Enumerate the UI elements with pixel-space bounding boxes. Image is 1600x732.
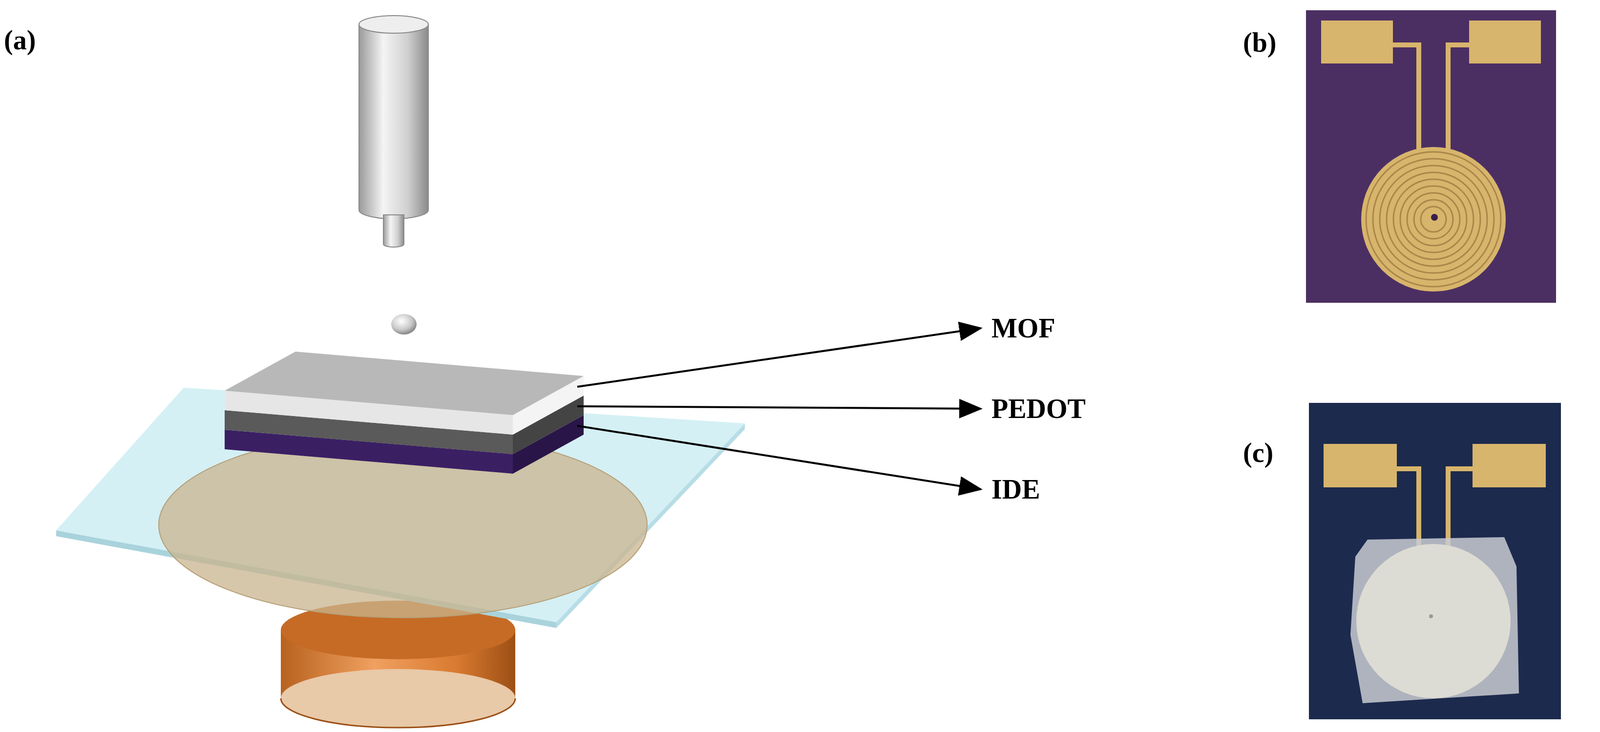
layer-stack xyxy=(224,351,584,474)
photo-coated-electrode xyxy=(1308,402,1561,720)
nozzle xyxy=(358,15,429,248)
leader-arrow xyxy=(577,425,981,490)
glass-slide xyxy=(56,387,745,629)
layer-label: MOF xyxy=(991,312,1056,344)
layer-label: PEDOT xyxy=(991,393,1086,425)
panel-label: (c) xyxy=(1242,437,1274,469)
leader-arrow xyxy=(577,406,981,409)
leader-arrow xyxy=(577,328,981,387)
panel-label: (b) xyxy=(1242,26,1277,59)
copper-stage xyxy=(280,600,516,728)
leader-arrows xyxy=(577,328,981,490)
panel-label: (a) xyxy=(3,24,36,56)
photo-bare-electrode xyxy=(1305,10,1557,303)
layer-label: IDE xyxy=(991,473,1041,506)
droplet xyxy=(391,314,417,335)
